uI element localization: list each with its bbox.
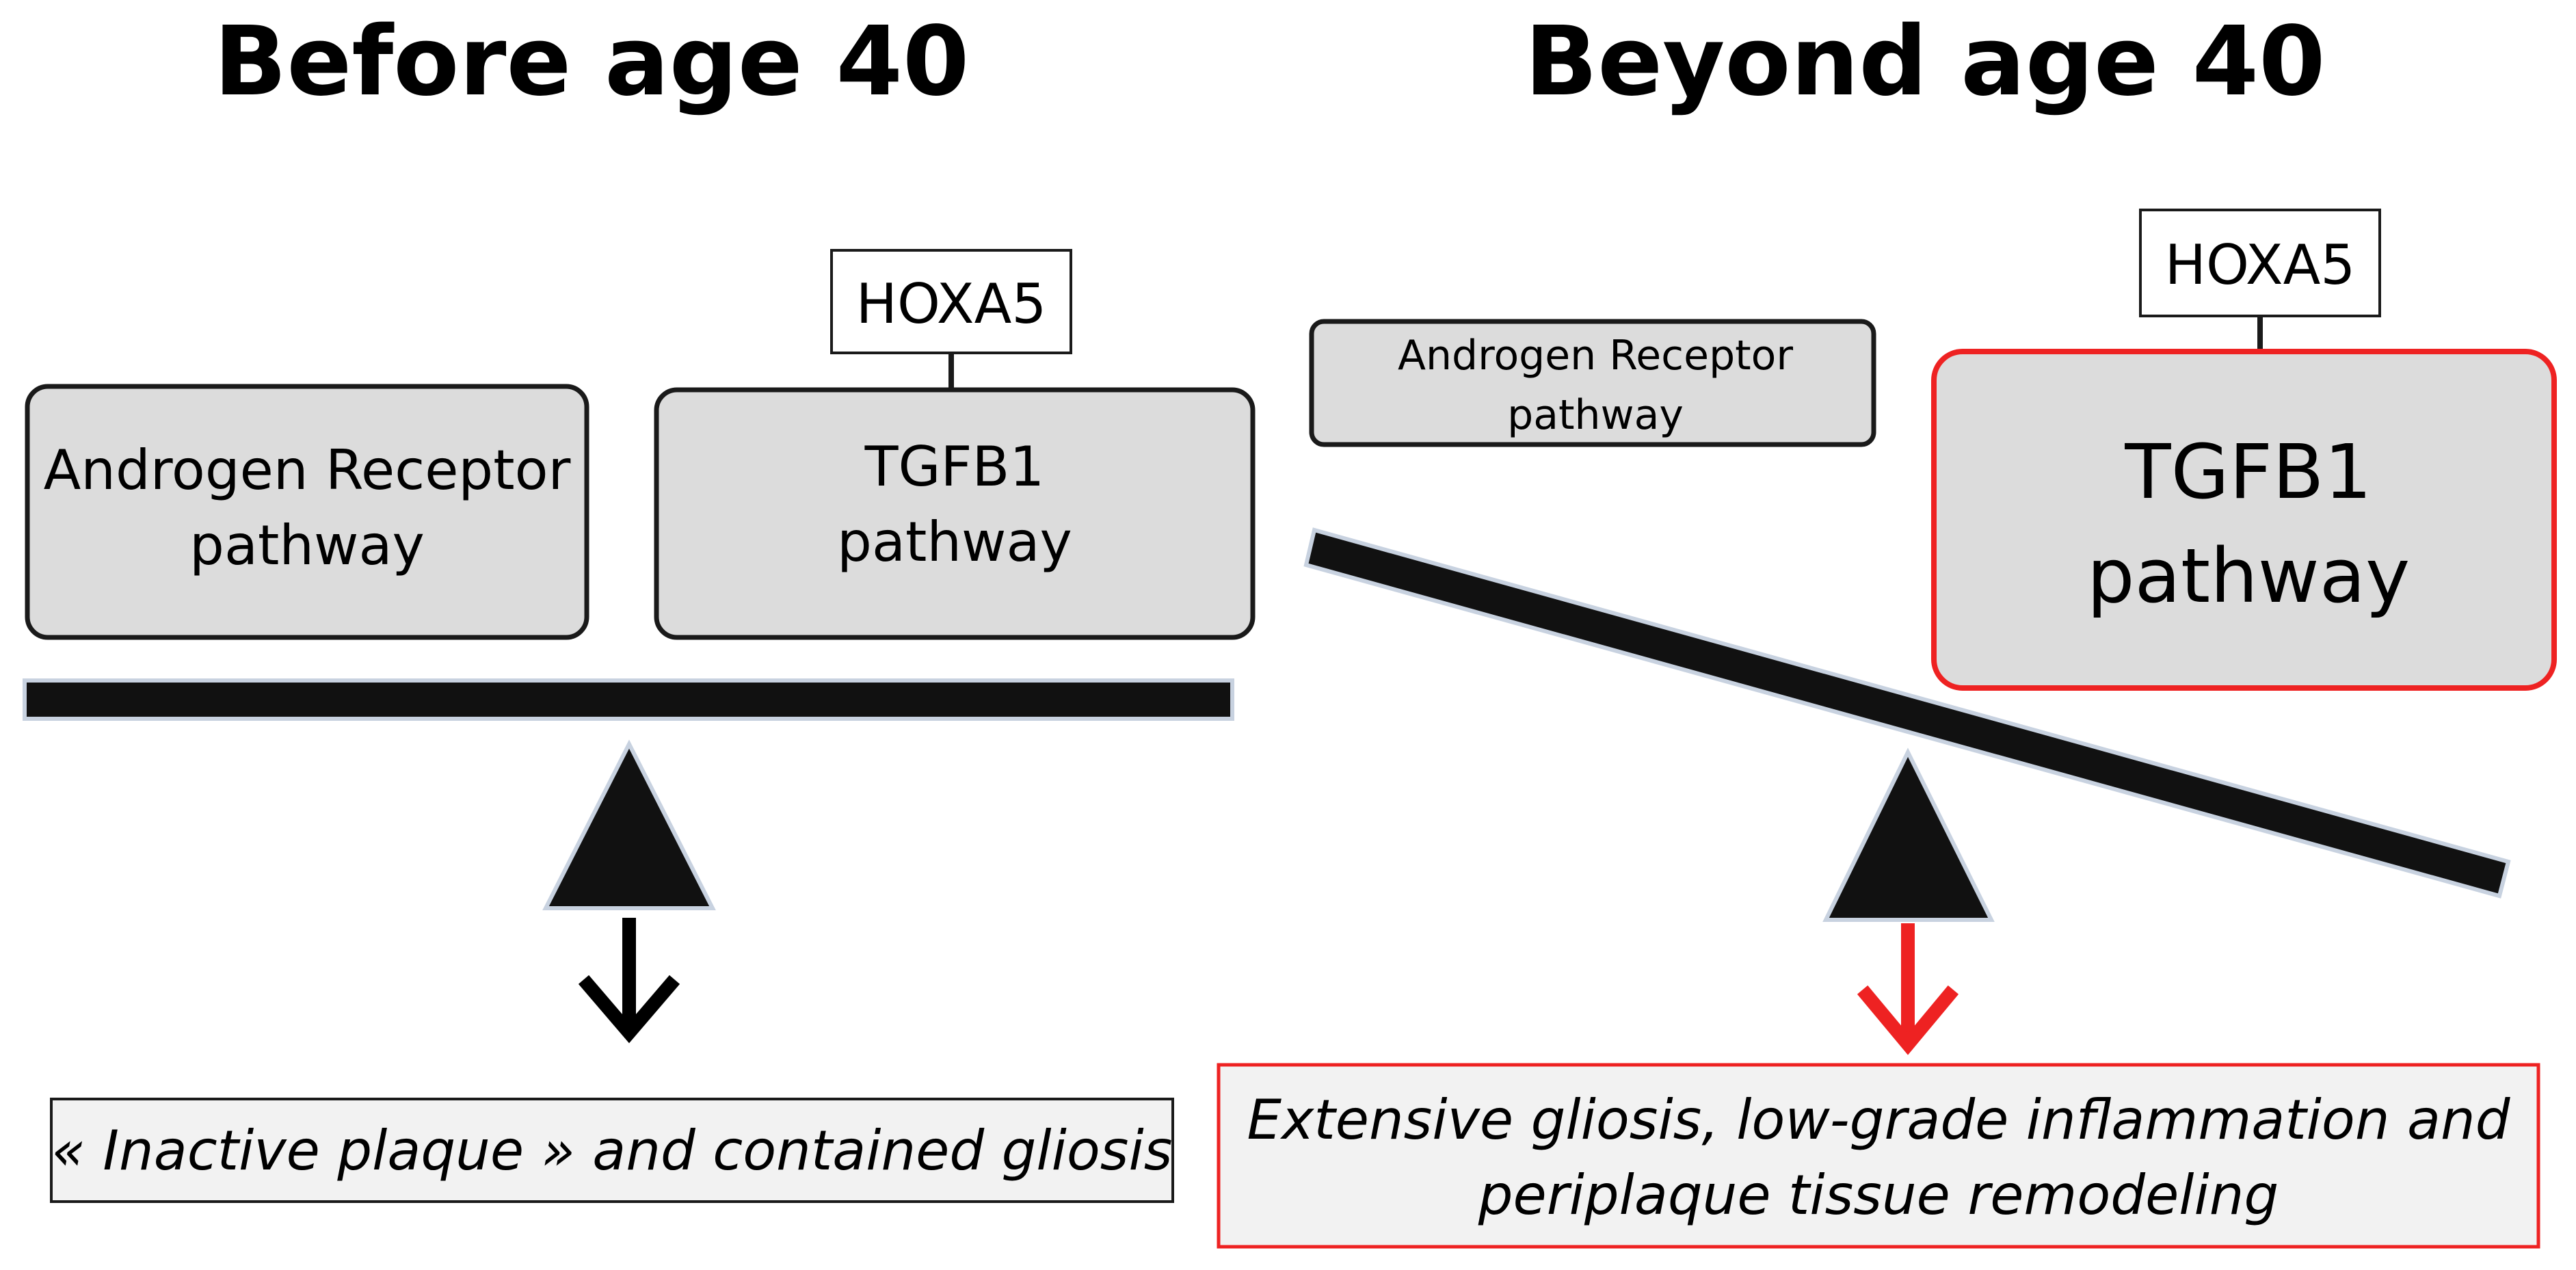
right-outcome-line2: periplaque tissue remodeling bbox=[1478, 1163, 2279, 1227]
right-tgfb1-line2: pathway bbox=[2087, 532, 2411, 620]
right-androgen-line2: pathway bbox=[1507, 391, 1684, 439]
left-panel: Before age 40 Androgen Receptor pathway … bbox=[23, 6, 1256, 1203]
left-down-arrow bbox=[578, 918, 680, 1044]
left-tgfb1-line2: pathway bbox=[837, 510, 1072, 574]
right-hoxa5-label: HOXA5 bbox=[2165, 233, 2355, 297]
right-tgfb1-box: TGFB1 pathway bbox=[1931, 349, 2557, 691]
right-outcome-box: Extensive gliosis, low-grade inflammatio… bbox=[1217, 1063, 2540, 1249]
left-heading: Before age 40 bbox=[214, 6, 970, 118]
right-tgfb1-line1: TGFB1 bbox=[2124, 428, 2372, 516]
right-fulcrum bbox=[1822, 748, 1995, 922]
right-hoxa5: HOXA5 bbox=[2139, 209, 2381, 350]
right-androgen-receptor-box: Androgen Receptor pathway bbox=[1309, 319, 1876, 447]
right-down-arrow bbox=[1857, 923, 1959, 1055]
left-balance-beam bbox=[23, 678, 1234, 721]
left-hoxa5-label: HOXA5 bbox=[856, 272, 1046, 336]
left-tgfb1-box: TGFB1 pathway bbox=[654, 387, 1256, 640]
left-hoxa5: HOXA5 bbox=[830, 249, 1072, 390]
left-outcome-text: « Inactive plaque » and contained gliosi… bbox=[52, 1119, 1173, 1182]
left-tgfb1-line1: TGFB1 bbox=[864, 435, 1045, 499]
right-panel: Beyond age 40 Androgen Receptor pathway … bbox=[1217, 6, 2557, 1249]
left-androgen-line1: Androgen Receptor bbox=[44, 438, 571, 502]
right-balance-beam bbox=[1303, 527, 2511, 899]
left-androgen-line2: pathway bbox=[189, 514, 425, 577]
left-androgen-receptor-box: Androgen Receptor pathway bbox=[25, 384, 589, 640]
left-outcome-box: « Inactive plaque » and contained gliosi… bbox=[50, 1098, 1174, 1203]
left-fulcrum bbox=[542, 739, 716, 910]
right-heading: Beyond age 40 bbox=[1525, 6, 2326, 118]
right-outcome-line1: Extensive gliosis, low-grade inflammatio… bbox=[1247, 1088, 2511, 1152]
right-androgen-line1: Androgen Receptor bbox=[1398, 332, 1793, 380]
